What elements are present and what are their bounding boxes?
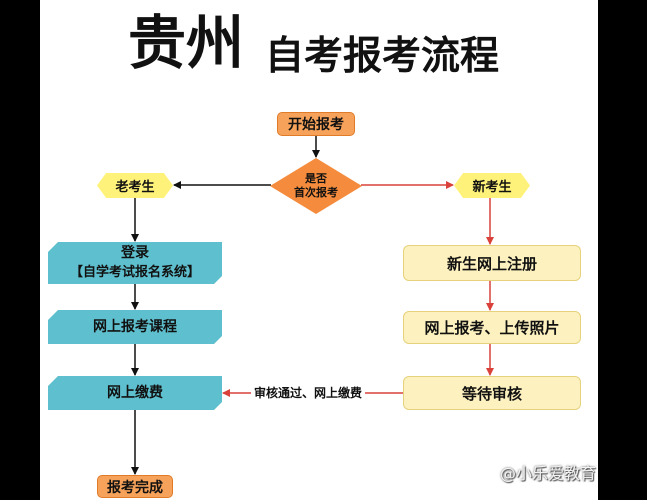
start-node: 开始报考 [277, 112, 355, 136]
login-step-line-2: 【自学考试报名系统】 [69, 265, 200, 280]
login-step-line-1: 登录 [121, 245, 149, 261]
course-step-node: 网上报考课程 [48, 310, 222, 344]
register-step-node: 新生网上注册 [403, 245, 581, 281]
title-main: 贵州 [128, 9, 245, 77]
decision-line-2: 首次报考 [294, 186, 338, 199]
end-node: 报考完成 [97, 475, 173, 498]
watermark: @小乐爱教育 [500, 464, 597, 483]
old-candidate-node: 老考生 [97, 173, 173, 198]
pay-step-node: 网上缴费 [48, 376, 222, 410]
title-sub: 自考报考流程 [265, 34, 500, 79]
login-step-node: 登录 【自学考试报名系统】 [48, 242, 222, 284]
decision-line-1: 是否 [305, 172, 327, 185]
wait-step-node: 等待审核 [403, 376, 581, 410]
approval-edge-label: 审核通过、网上缴费 [251, 385, 366, 401]
upload-step-node: 网上报考、上传照片 [403, 311, 581, 344]
new-candidate-node: 新考生 [454, 173, 530, 198]
